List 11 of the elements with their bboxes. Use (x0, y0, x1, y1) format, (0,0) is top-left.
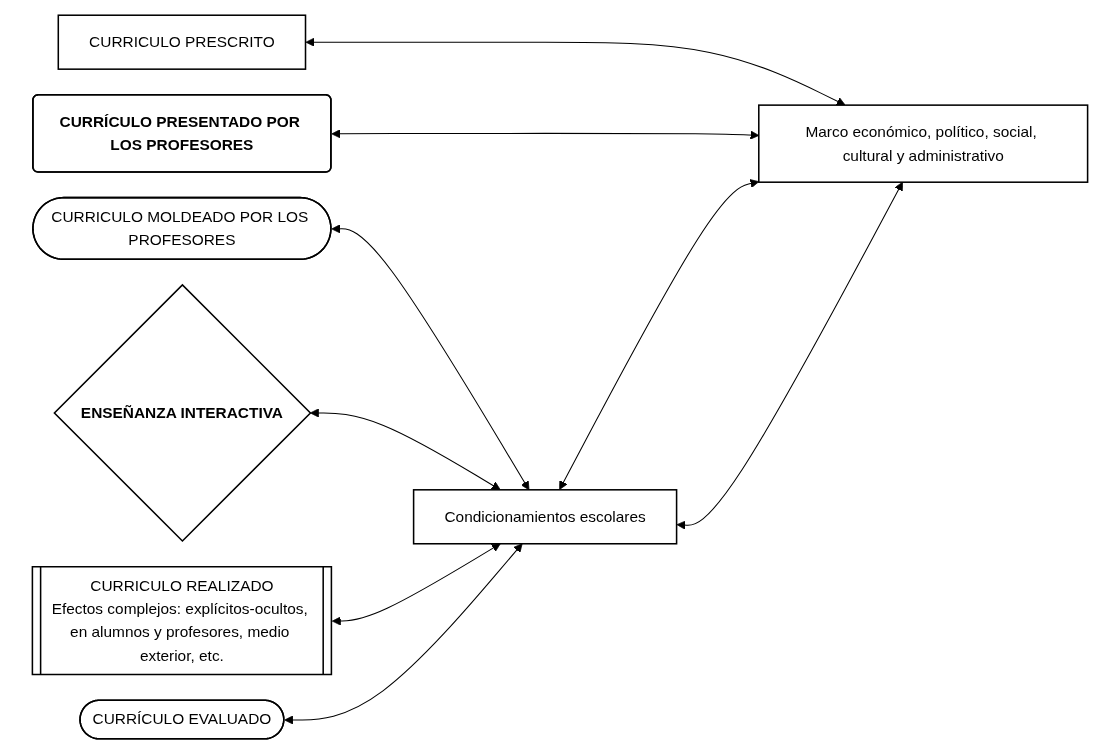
node-box: CURRICULO PRESCRITO (57, 14, 307, 70)
node-box: Marco económico, político, social, cultural y administrativo (758, 104, 1089, 183)
arrow (331, 224, 530, 491)
node-diamond: ENSEÑANZA INTERACTIVA (53, 283, 312, 543)
arrow (559, 179, 760, 490)
arrow (331, 543, 501, 626)
arrow (309, 408, 501, 491)
arrow (305, 37, 846, 106)
node-box: Condicionamientos escolares (412, 489, 678, 545)
arrow (284, 543, 523, 725)
arrow (676, 181, 903, 530)
